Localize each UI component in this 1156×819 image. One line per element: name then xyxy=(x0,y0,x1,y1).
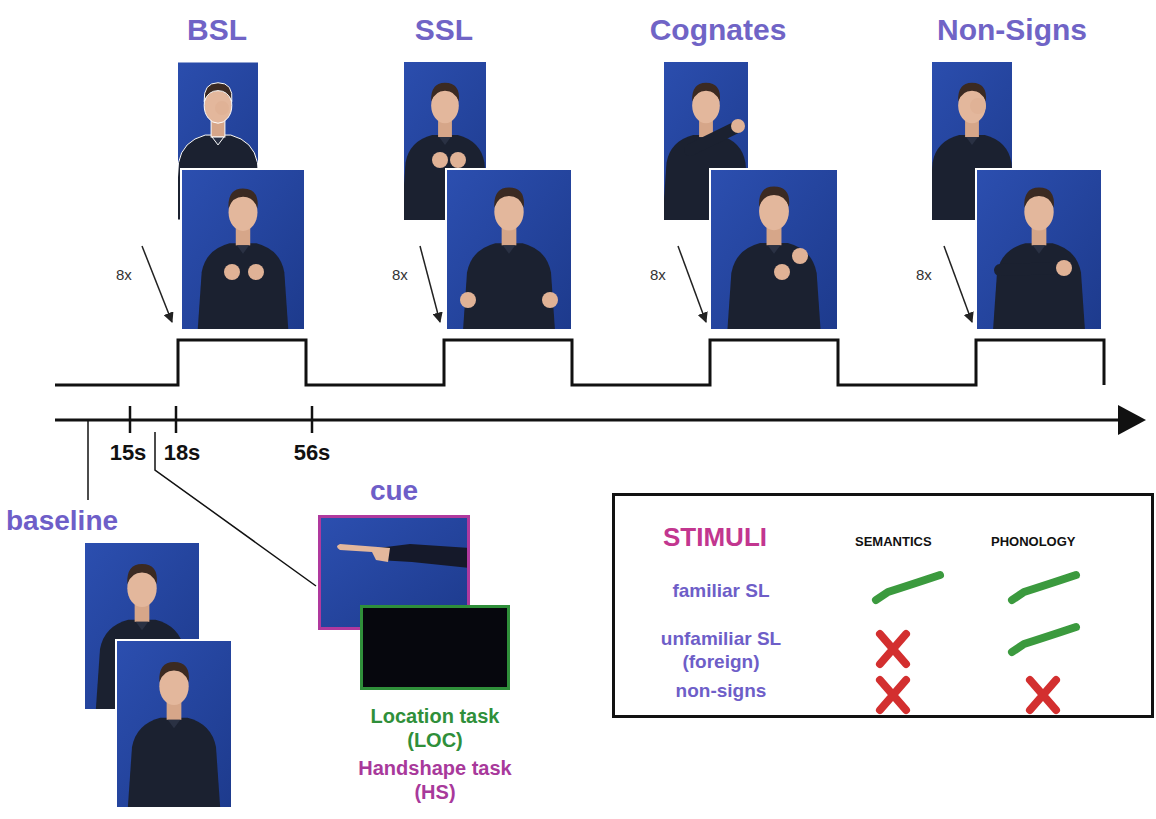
time-tick: 15s xyxy=(110,440,147,466)
condition-title: BSL xyxy=(187,12,247,48)
time-tick: 56s xyxy=(294,440,331,466)
task-label: Handshape task (HS) xyxy=(345,756,525,804)
photo xyxy=(111,640,237,808)
stimuli-table: STIMULI SEMANTICS PHONOLOGY familiar SL unfa… xyxy=(612,493,1154,718)
cue-heading: cue xyxy=(318,474,470,508)
column-header: SEMANTICS xyxy=(855,534,932,550)
photo-pair xyxy=(647,62,838,335)
photo-pair xyxy=(386,62,572,334)
time-tick: 18s xyxy=(164,440,201,466)
column-header: PHONOLOGY xyxy=(991,534,1076,550)
photo xyxy=(446,166,572,334)
task-label: Location task (LOC) xyxy=(350,704,520,752)
photo-pair xyxy=(913,62,1102,334)
row-header: familiar SL xyxy=(626,580,816,603)
condition-title: Cognates xyxy=(650,12,787,48)
row-header: unfamiliar SL (foreign) xyxy=(636,628,806,674)
repeat-count: 8x xyxy=(650,266,666,284)
condition-title: SSL xyxy=(415,12,473,48)
repeat-count: 8x xyxy=(116,266,132,284)
block-waveform xyxy=(55,340,1104,385)
table-heading: STIMULI xyxy=(663,522,767,553)
baseline-label: baseline xyxy=(6,504,118,538)
photo xyxy=(181,167,305,332)
photo xyxy=(710,164,838,335)
photo-pair xyxy=(159,62,305,332)
check-marks xyxy=(876,575,1076,652)
cross-marks xyxy=(880,634,1056,710)
condition-title: Non-Signs xyxy=(937,12,1087,48)
repeat-arrow xyxy=(142,246,972,322)
repeat-count: 8x xyxy=(916,266,932,284)
photo xyxy=(976,166,1102,334)
baseline-photos xyxy=(79,542,237,808)
row-header: non-signs xyxy=(626,680,816,703)
repeat-count: 8x xyxy=(392,266,408,284)
location-task-box: Location task (LOC) xyxy=(360,605,510,690)
